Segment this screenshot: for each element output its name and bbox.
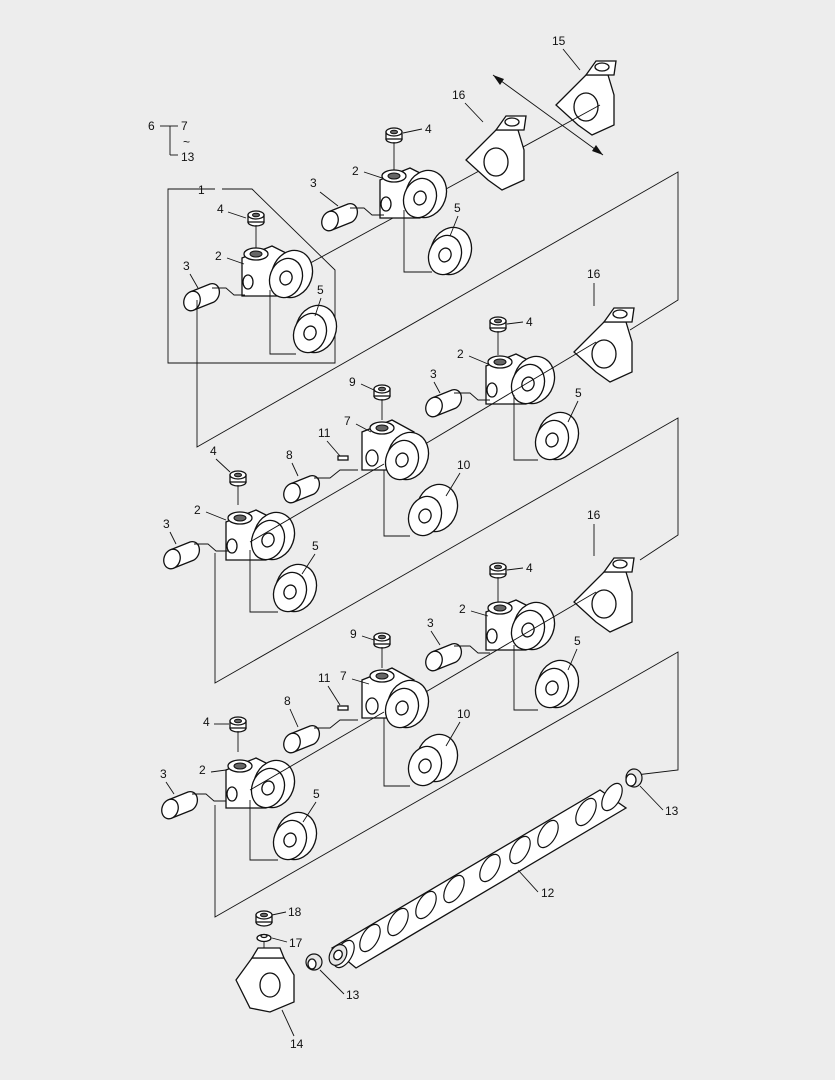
callout-9b: 9 — [350, 627, 357, 641]
callout-4d: 4 — [210, 444, 217, 458]
callout-2c: 2 — [457, 347, 464, 361]
callout-3c: 3 — [430, 367, 437, 381]
assembly-group-mid-right: 16 4 2 3 5 — [394, 267, 635, 467]
callout-11b: 11 — [318, 671, 331, 685]
callout-6: 6 — [148, 119, 155, 133]
callout-8: 8 — [286, 448, 293, 462]
callout-7b: 7 — [340, 669, 347, 683]
callout-16b: 16 — [587, 267, 601, 281]
callout-4: 4 — [425, 122, 432, 136]
assembly-group-low-right: 16 4 2 3 5 — [394, 508, 635, 715]
callout-9: 9 — [349, 375, 356, 389]
frame-line-2 — [214, 417, 679, 684]
callout-10: 10 — [457, 458, 471, 472]
bracket-14: 18 17 14 — [235, 905, 304, 1051]
range-note: 6 7 ~ 13 — [148, 119, 195, 164]
assembly-group-mid-left: 4 2 3 5 — [160, 444, 385, 619]
callout-5c: 5 — [575, 386, 582, 400]
bracket-15: 15 — [492, 34, 617, 156]
callout-5b: 5 — [317, 283, 324, 297]
part-13-right: 13 — [625, 768, 679, 818]
assembly-group-1: 1 4 2 3 5 — [167, 183, 344, 364]
assembly-group-mid-center: 9 7 11 8 10 — [280, 375, 471, 537]
range-to: 13 — [181, 150, 195, 164]
callout-16c: 16 — [587, 508, 601, 522]
range-tilde: ~ — [183, 135, 190, 149]
callout-4b: 4 — [217, 202, 224, 216]
callout-7: 7 — [344, 414, 351, 428]
range-from: 7 — [181, 119, 188, 133]
frame-line-1 — [196, 171, 679, 448]
callout-16: 16 — [452, 88, 466, 102]
callout-13: 13 — [665, 804, 679, 818]
callout-4c: 4 — [526, 315, 533, 329]
callout-11: 11 — [318, 426, 331, 440]
assembly-group-low-center: 9 7 11 8 10 — [280, 627, 471, 787]
assembly-group-top: 16 4 2 3 5 — [269, 88, 601, 286]
callout-3: 3 — [310, 176, 317, 190]
callout-5: 5 — [454, 201, 461, 215]
callout-2d: 2 — [194, 503, 201, 517]
callout-2e: 2 — [459, 602, 466, 616]
callout-2: 2 — [352, 164, 359, 178]
shaft-12: 12 — [328, 782, 628, 969]
callout-4f: 4 — [203, 715, 210, 729]
callout-5e: 5 — [574, 634, 581, 648]
callout-8b: 8 — [284, 694, 291, 708]
callout-10b: 10 — [457, 707, 471, 721]
part-13-left: 13 — [305, 953, 360, 1002]
callout-3b: 3 — [183, 259, 190, 273]
callout-13b: 13 — [346, 988, 360, 1002]
frame-line-3 — [214, 651, 679, 918]
callout-1: 1 — [198, 183, 205, 197]
callout-2f: 2 — [199, 763, 206, 777]
callout-12: 12 — [541, 886, 555, 900]
callout-3f: 3 — [160, 767, 167, 781]
assembly-group-low-left: 4 2 3 5 — [158, 711, 385, 867]
callout-2b: 2 — [215, 249, 222, 263]
callout-18: 18 — [288, 905, 302, 919]
callout-5f: 5 — [313, 787, 320, 801]
callout-4e: 4 — [526, 561, 533, 575]
callout-17: 17 — [289, 936, 303, 950]
callout-14: 14 — [290, 1037, 304, 1051]
callout-15: 15 — [552, 34, 566, 48]
callout-3d: 3 — [163, 517, 170, 531]
callout-5d: 5 — [312, 539, 319, 553]
callout-3e: 3 — [427, 616, 434, 630]
